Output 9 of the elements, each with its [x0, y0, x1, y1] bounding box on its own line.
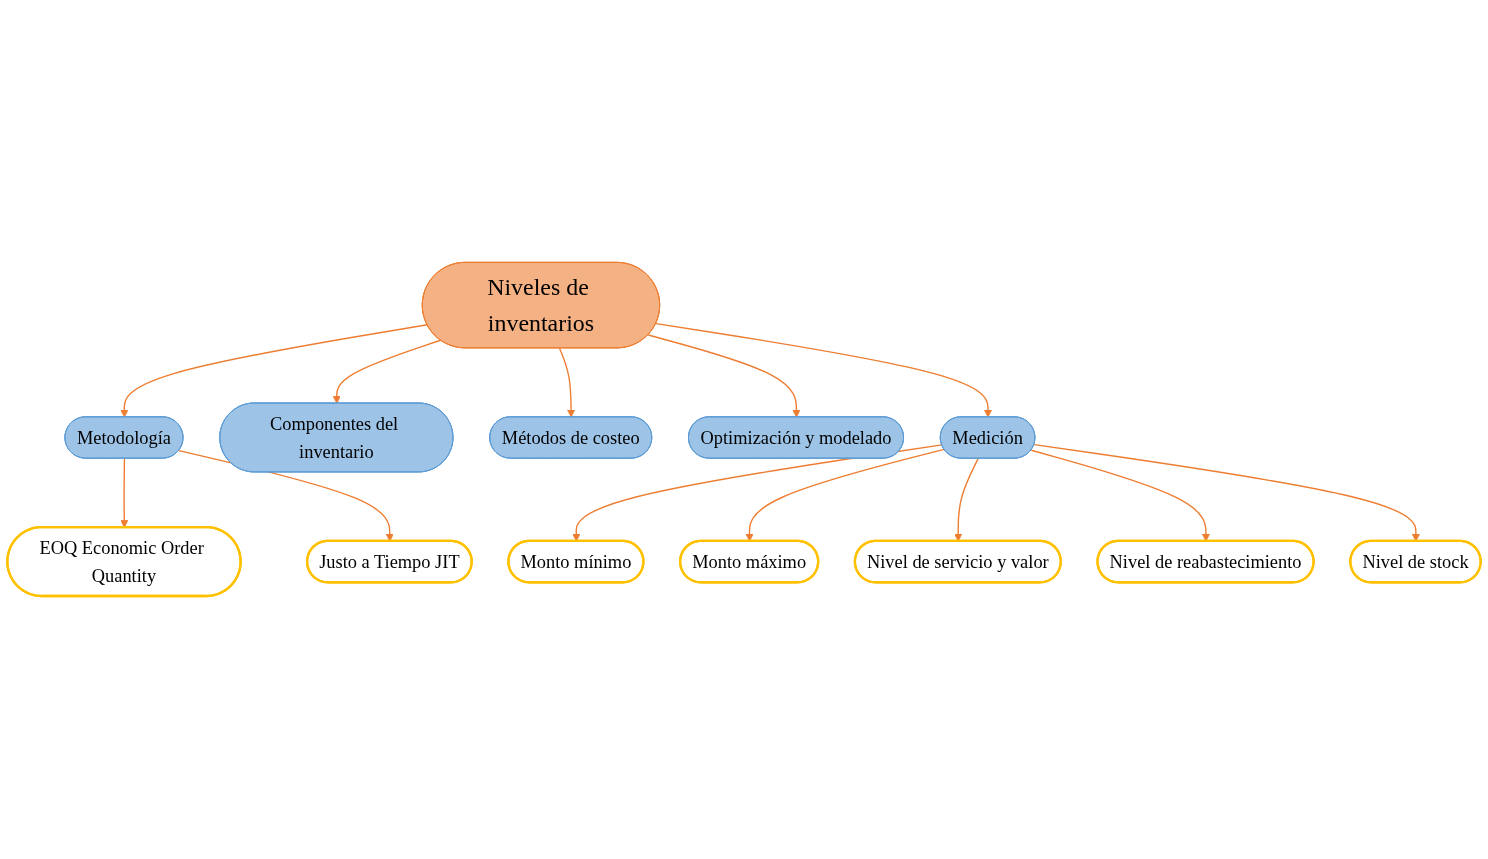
arrow [1030, 449, 1210, 542]
arrow [954, 458, 979, 542]
arrow [647, 334, 801, 418]
arrow [332, 339, 442, 405]
arrow [1033, 444, 1420, 542]
arrow [558, 347, 576, 418]
arrow [120, 324, 428, 418]
arrow [655, 323, 992, 418]
arrow [745, 448, 945, 542]
